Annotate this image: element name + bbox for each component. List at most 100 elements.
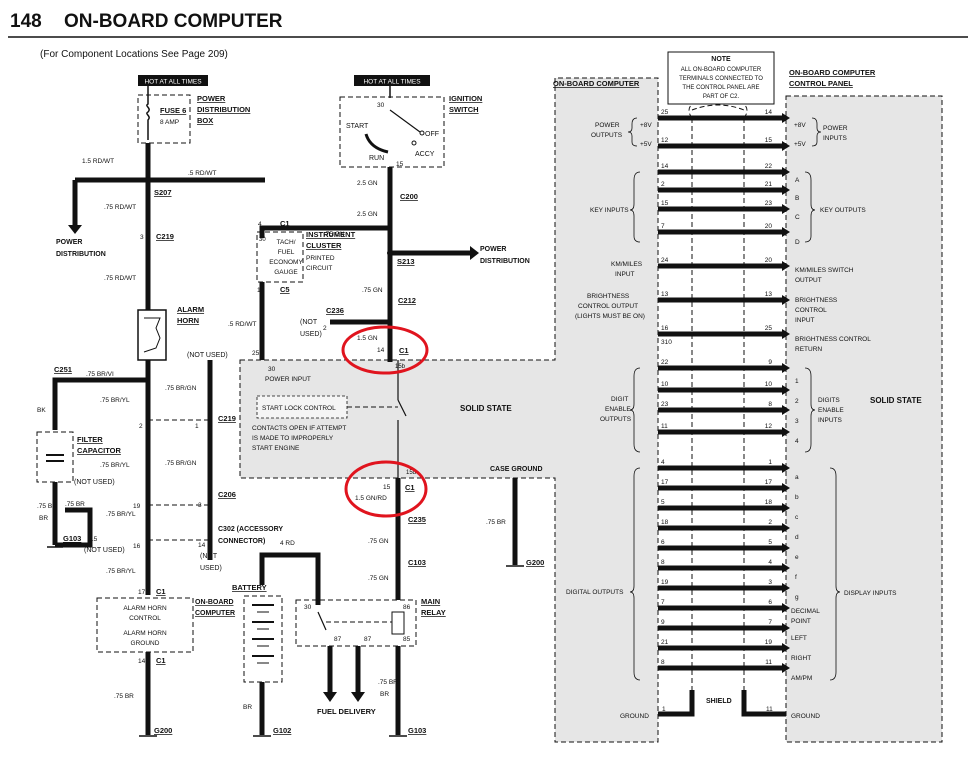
not-used-c236-1: (NOT bbox=[300, 319, 318, 326]
pin-row-arrow bbox=[782, 295, 790, 305]
label-key-inputs: KEY INPUTS bbox=[590, 207, 629, 214]
note-box bbox=[667, 51, 775, 105]
alarm-horn-body bbox=[137, 309, 167, 361]
fuse-symbol bbox=[146, 98, 150, 140]
note-title: NOTE bbox=[711, 56, 731, 63]
ignition-title-1: IGNITION bbox=[449, 94, 482, 103]
pin-row-right-number: 9 bbox=[768, 359, 772, 366]
pin-row-arrow bbox=[782, 483, 790, 493]
connector-c1-alarm-top: C1 bbox=[156, 587, 166, 596]
ignition-pin-15: 15 bbox=[396, 161, 404, 168]
pin-row-left-number: 7 bbox=[661, 599, 665, 606]
pin-row-right-number: 7 bbox=[768, 619, 772, 626]
pin-row-right-number: 10 bbox=[765, 381, 773, 388]
pin-row-arrow bbox=[782, 583, 790, 593]
pin-row-left-number: 7 bbox=[661, 223, 665, 230]
connector-g103-bottom: G103 bbox=[408, 726, 426, 735]
wire-label-2-5-gn-b: 2.5 GN bbox=[357, 211, 378, 218]
label-digits-enable-2: ENABLE bbox=[818, 407, 844, 414]
note-line-4: PART OF C2. bbox=[703, 94, 740, 100]
start-lock-control-label: START LOCK CONTROL bbox=[262, 405, 336, 412]
relay-pin-87a: 87 bbox=[334, 636, 342, 643]
pin-row-left-number: 5 bbox=[661, 499, 665, 506]
wire-label-75-br-relay: .75 BR bbox=[378, 679, 398, 686]
not-used-left: (NOT USED) bbox=[84, 547, 125, 554]
pin-row-right-number: 5 bbox=[768, 539, 772, 546]
wire-4-rd bbox=[259, 552, 321, 605]
cluster-title-1: INSTRUMENT bbox=[306, 230, 356, 239]
hot-at-all-times-label-left bbox=[138, 75, 208, 86]
label-brightness-input-2: CONTROL bbox=[795, 307, 827, 314]
label-v8-right: +8V bbox=[794, 122, 806, 129]
pin-row-right-number: 20 bbox=[765, 223, 773, 230]
cluster-title-2: CLUSTER bbox=[306, 241, 342, 250]
wire-label-br-left: BR bbox=[39, 515, 48, 522]
wire-label-75-bryl-d: .75 BR/YL bbox=[106, 568, 136, 575]
wire-label-5-rdwt-top: .5 RD/WT bbox=[188, 170, 217, 177]
connector-g102: G102 bbox=[273, 726, 291, 735]
key-letter-b: B bbox=[795, 195, 799, 202]
label-power-inputs-1: POWER bbox=[823, 125, 848, 132]
relay-coil bbox=[391, 611, 405, 635]
connector-c206: C206 bbox=[218, 490, 236, 499]
wire-label-75-rdwt-mid: .75 RD/WT bbox=[104, 275, 136, 282]
pin-ground-left: 1 bbox=[662, 706, 666, 713]
pin-14-c1: 14 bbox=[377, 347, 385, 354]
ignition-title-2: SWITCH bbox=[449, 105, 479, 114]
pin-row-right-number: 13 bbox=[765, 291, 773, 298]
ignition-run: RUN bbox=[369, 155, 384, 162]
seg-g: g bbox=[795, 594, 799, 601]
pin-row-left-number: 310 bbox=[661, 339, 672, 346]
seg-c: c bbox=[795, 514, 799, 521]
label-key-outputs: KEY OUTPUTS bbox=[820, 207, 866, 214]
label-brightness-return-1: BRIGHTNESS CONTROL bbox=[795, 336, 871, 343]
alarm-control-2: CONTROL bbox=[129, 615, 161, 622]
control-panel-region bbox=[785, 95, 943, 743]
wire-label-75-gn-cluster: .75 GN bbox=[324, 231, 345, 238]
power-dist-box-line1: POWER bbox=[197, 94, 226, 103]
panel-header-1: ON-BOARD COMPUTER bbox=[789, 68, 876, 77]
label-digit-enable-1: DIGIT bbox=[611, 396, 628, 403]
pin-25: 25 bbox=[252, 350, 260, 357]
alarm-control-4: GROUND bbox=[131, 640, 160, 647]
pin-row-arrow bbox=[782, 463, 790, 473]
pin-row-left-number: 8 bbox=[661, 659, 665, 666]
wire-label-75-br-c251: .75 BR bbox=[65, 501, 85, 508]
pin-row-left-number: 15 bbox=[661, 200, 669, 207]
hot-at-all-times-label-mid bbox=[354, 75, 430, 86]
key-letter-a: A bbox=[795, 177, 800, 184]
pin-19: 19 bbox=[133, 503, 141, 510]
pin-row-left-number: 10 bbox=[661, 381, 669, 388]
pin-15: 15 bbox=[90, 536, 98, 543]
key-letter-c: C bbox=[795, 214, 800, 221]
pin-row-right-number: 15 bbox=[765, 137, 773, 144]
pin-row-left-number: 24 bbox=[661, 257, 669, 264]
fuel-delivery-label: FUEL DELIVERY bbox=[317, 707, 376, 716]
arrow-power-dist-right bbox=[470, 246, 479, 260]
pin-row-right-number: 17 bbox=[765, 479, 773, 486]
pin-row-arrow bbox=[782, 113, 790, 123]
main-relay-label-2: RELAY bbox=[421, 608, 446, 617]
pin-row-left-number: 16 bbox=[661, 325, 669, 332]
connector-g200-case: G200 bbox=[526, 558, 544, 567]
wire-label-75-gn-c235: .75 GN bbox=[368, 538, 389, 545]
pin-row-arrow bbox=[782, 427, 790, 437]
contacts-line-3: START ENGINE bbox=[252, 445, 300, 452]
pin-row-arrow bbox=[782, 227, 790, 237]
connector-c103: C103 bbox=[408, 558, 426, 567]
power-dist-right-2: DISTRIBUTION bbox=[480, 258, 530, 265]
digit-3: 3 bbox=[795, 418, 799, 425]
pin-row-right-number: 18 bbox=[765, 499, 773, 506]
power-dist-left-2: DISTRIBUTION bbox=[56, 251, 106, 258]
not-used-c219: (NOT USED) bbox=[187, 352, 228, 359]
label-left: LEFT bbox=[791, 635, 807, 642]
alarm-control-1: ALARM HORN bbox=[123, 605, 167, 612]
wire-label-75-brgn-a: .75 BR/GN bbox=[165, 385, 197, 392]
label-am-pm: AM/PM bbox=[791, 675, 812, 682]
pin-row-right-number: 4 bbox=[768, 559, 772, 566]
pin-row-left-number: 4 bbox=[661, 459, 665, 466]
connector-s207: S207 bbox=[154, 188, 172, 197]
pin-row-arrow bbox=[782, 523, 790, 533]
pin-row-left-number: 2 bbox=[661, 181, 665, 188]
pin-row-arrow bbox=[782, 503, 790, 513]
